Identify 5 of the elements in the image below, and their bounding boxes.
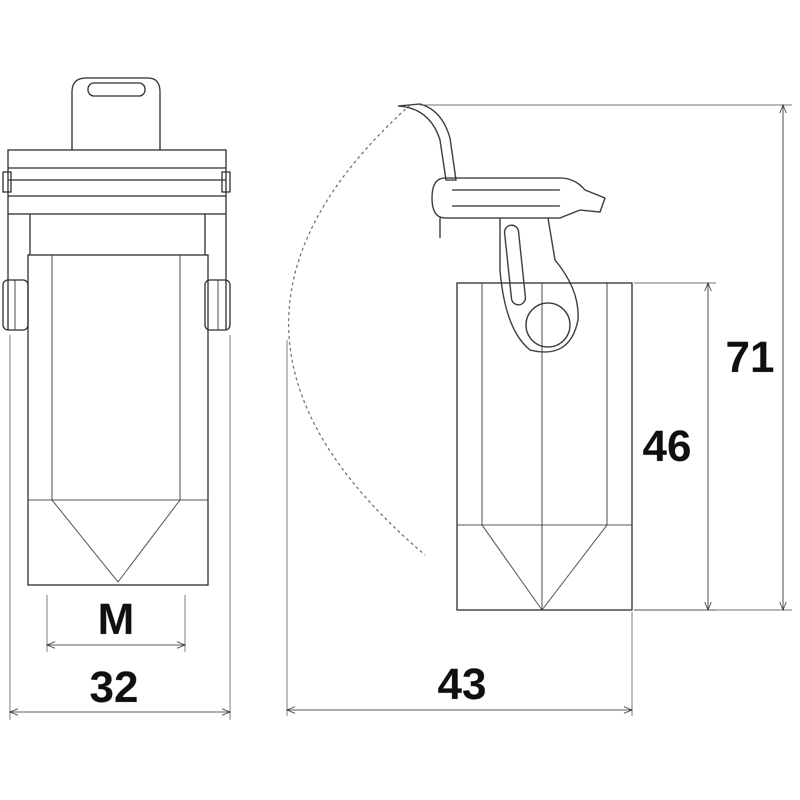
- dimension-value: 32: [90, 666, 138, 710]
- dimension-value: 43: [438, 663, 486, 707]
- dimension-value: 71: [726, 336, 774, 380]
- dimension-value: 46: [642, 425, 692, 469]
- dimension-value: M: [98, 598, 134, 642]
